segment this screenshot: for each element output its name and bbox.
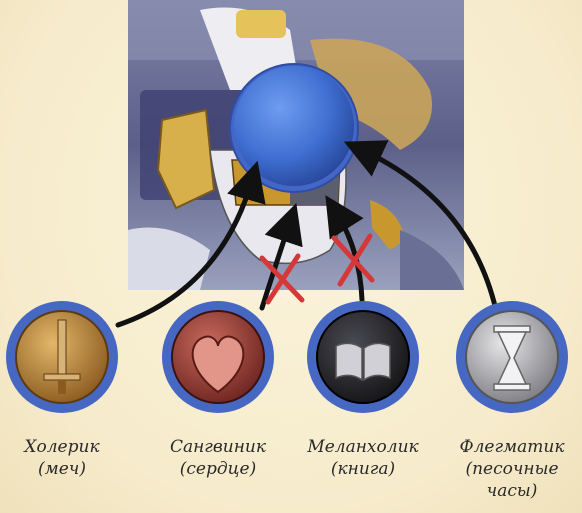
caption-phlegmatic: Флегматик (песочные часы): [444, 436, 580, 502]
medallion-phlegmatic: [456, 301, 568, 413]
caption-symbol: (книга): [293, 458, 433, 480]
caption-name: Флегматик: [444, 436, 580, 458]
caption-name: Сангвиник: [148, 436, 288, 458]
blue-token: [230, 64, 358, 192]
caption-choleric: Холерик (меч): [0, 436, 132, 480]
caption-symbol: (сердце): [148, 458, 288, 480]
caption-sanguine: Сангвиник (сердце): [148, 436, 288, 480]
medallion-choleric: [6, 301, 118, 413]
caption-symbol: (меч): [0, 458, 132, 480]
medallion-melancholic: [307, 301, 419, 413]
caption-name: Холерик: [0, 436, 132, 458]
caption-name: Меланхолик: [293, 436, 433, 458]
medallion-sanguine: [162, 301, 274, 413]
caption-symbol: (песочные часы): [444, 458, 580, 502]
caption-melancholic: Меланхолик (книга): [293, 436, 433, 480]
